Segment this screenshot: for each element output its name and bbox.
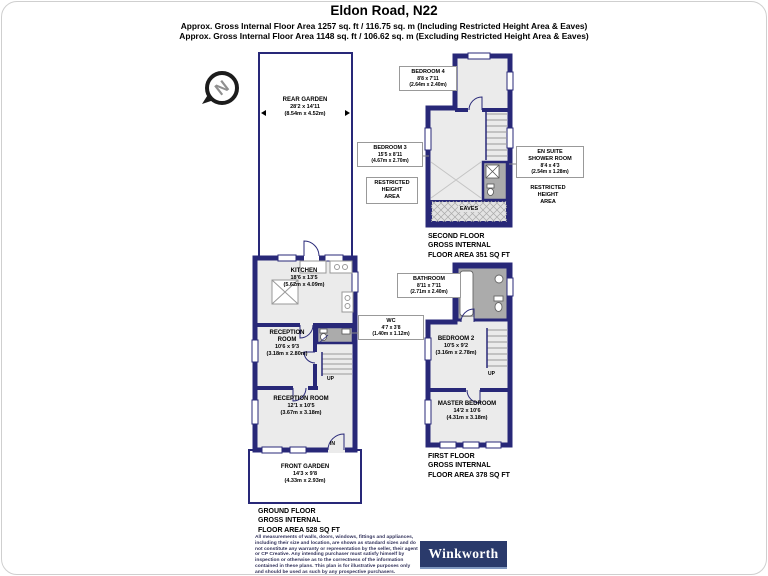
room-label-reception-1: RECEPTION ROOM 10'6 x 9'3 (3.18m x 2.80m… xyxy=(266,330,308,357)
room-label-bedroom-2: BEDROOM 2 10'5 x 9'2 (3.16m x 2.78m) xyxy=(435,336,477,356)
second-floor-caption: SECOND FLOOR GROSS INTERNAL FLOOR AREA 3… xyxy=(428,233,510,259)
first-floor-caption: FIRST FLOOR GROSS INTERNAL FLOOR AREA 37… xyxy=(428,453,510,479)
ensuite-fixtures-icon xyxy=(485,164,500,196)
room-label-reception-2: RECEPTION ROOM 12'1 x 10'5 (3.67m x 3.18… xyxy=(273,396,329,416)
floor-area-excluding: Approx. Gross Internal Floor Area 1148 s… xyxy=(179,31,589,41)
winkworth-logo-text: Winkworth xyxy=(428,546,499,561)
restricted-height-label-left: RESTRICTED HEIGHT AREA xyxy=(366,177,418,204)
room-label-wc: WC 4'7 x 3'8 (1.40m x 1.12m) xyxy=(358,315,424,341)
room-label-en-suite: EN SUITE SHOWER ROOM 8'4 x 4'3 (2.54m x … xyxy=(516,146,584,179)
in-label: IN xyxy=(330,441,335,447)
second-floor-plan xyxy=(424,52,514,228)
room-label-bathroom: BATHROOM 8'11 x 7'11 (2.71m x 2.40m) xyxy=(397,273,461,299)
room-label-bedroom-4: BEDROOM 4 8'8 x 7'11 (2.64m x 2.40m) xyxy=(399,66,457,92)
room-label-master-bedroom: MASTER BEDROOM 14'2 x 10'6 (4.31m x 3.18… xyxy=(437,401,497,421)
first-floor-plan xyxy=(424,262,514,449)
first-stairs xyxy=(486,328,507,368)
ground-floor-plan xyxy=(248,52,362,504)
eaves-label: EAVES xyxy=(457,206,481,212)
room-label-kitchen: KITCHEN 18'6 x 13'5 (5.62m x 4.09m) xyxy=(283,268,325,288)
compass-arrow-icon xyxy=(202,93,214,104)
room-label-rear-garden: REAR GARDEN 28'2 x 14'11 (8.54m x 4.52m) xyxy=(282,97,328,117)
page-title: Eldon Road, N22 xyxy=(330,3,438,18)
compass-icon: N xyxy=(202,71,239,105)
bathroom-fixtures-icon xyxy=(459,270,504,317)
disclaimer-text: All measurements of walls, doors, window… xyxy=(255,535,418,575)
floor-area-including: Approx. Gross Internal Floor Area 1257 s… xyxy=(180,21,588,31)
ground-stairs xyxy=(321,352,352,376)
up-label-ground: UP xyxy=(327,376,334,382)
restricted-height-label-right: RESTRICTED HEIGHT AREA xyxy=(530,185,566,205)
wc-fixtures-icon xyxy=(319,328,351,341)
room-label-bedroom-3: BEDROOM 3 15'5 x 8'11 (4.67m x 2.70m) xyxy=(357,142,423,168)
winkworth-logo: Winkworth xyxy=(420,541,507,569)
ground-floor-caption: GROUND FLOOR GROSS INTERNAL FLOOR AREA 5… xyxy=(258,508,340,534)
second-stairs xyxy=(485,112,507,160)
up-label-first: UP xyxy=(488,371,495,377)
room-label-front-garden: FRONT GARDEN 14'3 x 9'8 (4.33m x 2.93m) xyxy=(280,464,330,484)
kitchen-fixtures-icon xyxy=(271,260,354,313)
